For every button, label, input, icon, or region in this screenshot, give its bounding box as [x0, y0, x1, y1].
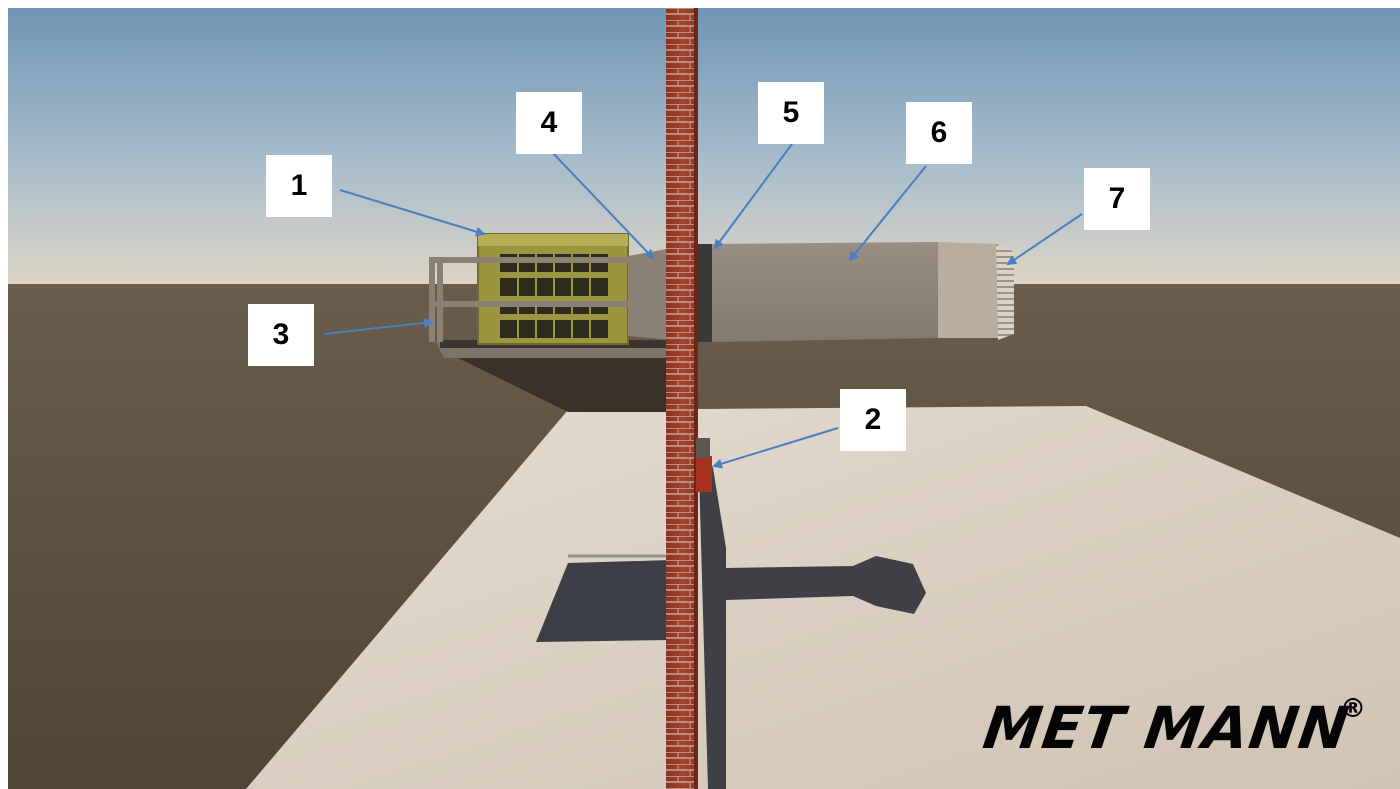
brick-wall-edge [694, 8, 698, 789]
callout-1: 1 [266, 155, 332, 217]
callout-7: 7 [1084, 168, 1150, 230]
louver-grille [996, 244, 1014, 340]
callout-5: 5 [758, 82, 824, 144]
wall-penetration-shadow [696, 438, 710, 458]
callout-3: 3 [248, 304, 314, 366]
wall-penetration [696, 456, 712, 492]
met-mann-logo: MET MANN ® [984, 696, 1364, 760]
callout-2: 2 [840, 389, 906, 451]
callout-6: 6 [906, 102, 972, 164]
condenser-unit [478, 234, 628, 344]
brick-wall [666, 8, 696, 789]
callout-4: 4 [516, 92, 582, 154]
logo-wordmark: MET MANN [980, 696, 1354, 760]
condenser-grille [500, 254, 608, 338]
main-duct [712, 242, 938, 342]
rooftop-hvac-scene [8, 8, 1400, 789]
duct-end-section [938, 242, 1004, 338]
duct-collar [696, 244, 712, 342]
registered-mark: ® [1340, 694, 1366, 724]
